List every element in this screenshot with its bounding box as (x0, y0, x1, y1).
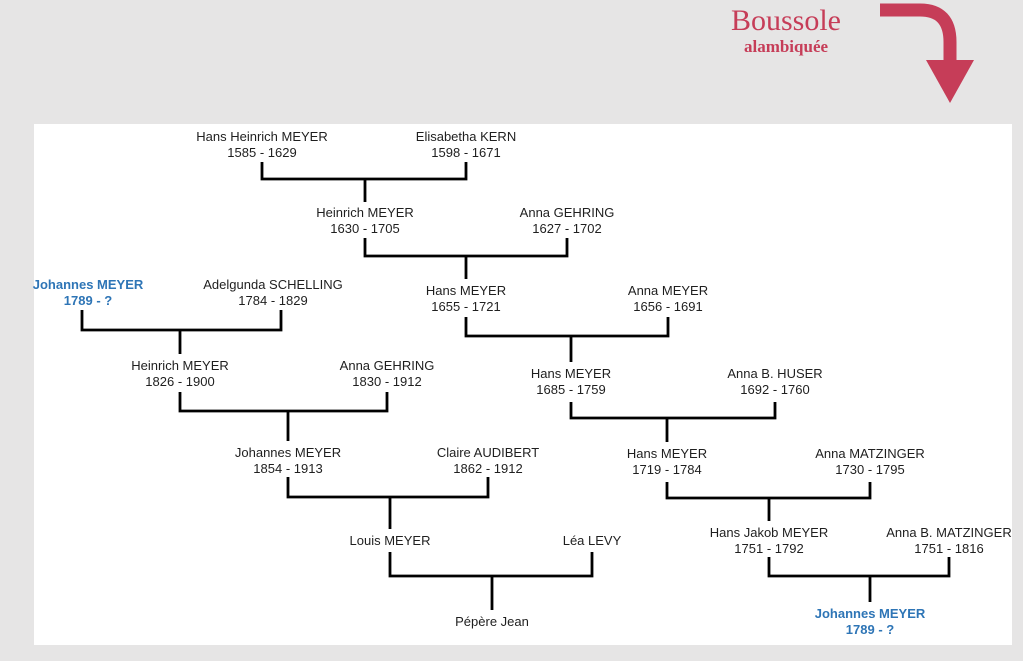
person-node-adelgunda-schelling: Adelgunda SCHELLING 1784 - 1829 (203, 277, 342, 309)
union-connector-1 (260, 162, 468, 202)
person-node-heinrich-meyer-1826: Heinrich MEYER 1826 - 1900 (131, 358, 229, 390)
person-node-elisabetha-kern: Elisabetha KERN 1598 - 1671 (416, 129, 516, 161)
person-dates: 1854 - 1913 (253, 461, 323, 476)
person-node-louis-meyer: Louis MEYER (350, 533, 431, 549)
person-node-hans-meyer-1685: Hans MEYER 1685 - 1759 (531, 366, 611, 398)
person-name: Anna B. HUSER (727, 366, 823, 381)
person-dates: 1789 - ? (63, 293, 113, 308)
person-name: Hans MEYER (530, 366, 612, 381)
person-name: Elisabetha KERN (415, 129, 517, 144)
tree-connectors (80, 162, 951, 610)
person-node-johannes-meyer-1789-left: Johannes MEYER 1789 - ? (33, 277, 144, 309)
person-dates: 1862 - 1912 (453, 461, 523, 476)
site-logo: Boussole alambiquée (700, 4, 872, 57)
person-dates: 1751 - 1816 (914, 541, 984, 556)
person-node-pepere-jean: Pépère Jean (455, 614, 529, 630)
person-node-johannes-meyer-1854: Johannes MEYER 1854 - 1913 (235, 445, 341, 477)
person-name: Anna GEHRING (519, 205, 615, 220)
person-name: Anna MATZINGER (815, 446, 925, 461)
person-dates: 1630 - 1705 (330, 221, 400, 236)
union-connector-7 (80, 310, 283, 354)
union-connector-3 (464, 317, 670, 362)
person-dates: 1598 - 1671 (431, 145, 501, 160)
person-dates: 1826 - 1900 (145, 374, 215, 389)
union-connector-10 (388, 552, 594, 610)
person-dates: 1751 - 1792 (734, 541, 804, 556)
person-node-hans-heinrich-meyer: Hans Heinrich MEYER 1585 - 1629 (196, 129, 328, 161)
union-connector-6 (767, 557, 951, 602)
person-name: Anna MEYER (627, 283, 709, 298)
person-name: Claire AUDIBERT (436, 445, 540, 460)
person-node-anna-gehring-1830: Anna GEHRING 1830 - 1912 (340, 358, 435, 390)
person-dates: 1784 - 1829 (238, 293, 308, 308)
person-dates: 1830 - 1912 (352, 374, 422, 389)
person-name: Adelgunda SCHELLING (203, 277, 343, 292)
person-name: Heinrich MEYER (316, 205, 414, 220)
person-node-anna-meyer-1656: Anna MEYER 1656 - 1691 (628, 283, 708, 315)
person-node-anna-b-huser: Anna B. HUSER 1692 - 1760 (727, 366, 822, 398)
person-node-hans-jakob-meyer: Hans Jakob MEYER 1751 - 1792 (710, 525, 829, 557)
person-name: Hans MEYER (425, 283, 507, 298)
logo-title: Boussole (730, 4, 841, 37)
person-node-lea-levy: Léa LEVY (563, 533, 622, 549)
person-dates: 1730 - 1795 (835, 462, 905, 477)
person-name: Anna GEHRING (339, 358, 435, 373)
person-name: Heinrich MEYER (131, 358, 229, 373)
person-dates: 1692 - 1760 (740, 382, 810, 397)
union-connector-4 (569, 402, 777, 442)
person-name: Johannes MEYER (32, 277, 144, 292)
person-node-claire-audibert: Claire AUDIBERT 1862 - 1912 (437, 445, 539, 477)
person-node-anna-gehring-1627: Anna GEHRING 1627 - 1702 (520, 205, 615, 237)
curved-arrow-down-icon (880, 3, 974, 103)
person-node-anna-b-matzinger: Anna B. MATZINGER 1751 - 1816 (886, 525, 1011, 557)
person-node-hans-meyer-1655: Hans MEYER 1655 - 1721 (426, 283, 506, 315)
union-connector-5 (665, 482, 872, 521)
person-node-anna-matzinger: Anna MATZINGER 1730 - 1795 (815, 446, 925, 478)
union-connector-2 (363, 238, 569, 279)
person-name: Hans Heinrich MEYER (196, 129, 328, 144)
person-node-johannes-meyer-1789-bottom: Johannes MEYER 1789 - ? (815, 606, 926, 638)
logo-subtitle: alambiquée (743, 37, 829, 56)
person-name: Johannes MEYER (814, 606, 926, 621)
family-tree-panel: Hans Heinrich MEYER 1585 - 1629 Elisabet… (33, 124, 1012, 645)
person-name: Pépère Jean (455, 614, 529, 629)
person-dates: 1627 - 1702 (532, 221, 602, 236)
person-node-heinrich-meyer-1630: Heinrich MEYER 1630 - 1705 (316, 205, 414, 237)
person-dates: 1656 - 1691 (633, 299, 703, 314)
person-name: Léa LEVY (562, 533, 622, 548)
person-node-hans-meyer-1719: Hans MEYER 1719 - 1784 (627, 446, 707, 478)
person-name: Anna B. MATZINGER (886, 525, 1012, 540)
person-name: Hans MEYER (626, 446, 708, 461)
person-name: Louis MEYER (349, 533, 431, 548)
person-dates: 1585 - 1629 (227, 145, 297, 160)
union-connector-8 (178, 392, 389, 441)
union-connector-9 (286, 477, 490, 529)
person-dates: 1719 - 1784 (632, 462, 702, 477)
person-dates: 1655 - 1721 (431, 299, 501, 314)
person-name: Johannes MEYER (234, 445, 342, 460)
person-dates: 1685 - 1759 (536, 382, 606, 397)
person-dates: 1789 - ? (845, 622, 895, 637)
person-name: Hans Jakob MEYER (709, 525, 829, 540)
